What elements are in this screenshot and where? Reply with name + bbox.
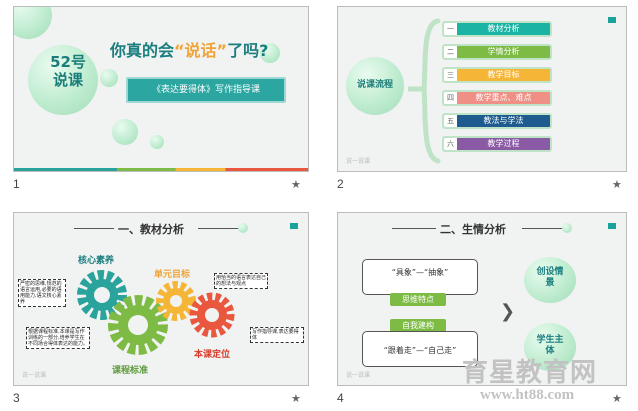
note-left-bottom: 根据课程标准,本课是写作训练的一部分,培养学生在不同场合得体表达的能力。 <box>26 327 90 349</box>
gear-green-icon <box>108 295 168 355</box>
center-circle <box>346 57 404 115</box>
note-left-top: 严密的思维,规范的语言运用,必要的语用能力,语文核心素养 <box>18 279 66 307</box>
star-icon[interactable]: ★ <box>291 392 301 405</box>
process-item-4: 四教学重点、难点 <box>442 90 552 106</box>
center-label: 说课流程 <box>356 80 393 90</box>
tag-thinking: 思维特点 <box>390 293 446 306</box>
note-unit: 用恰当的语言表达自己的想法与观点 <box>214 273 268 289</box>
slide-number-1: 1 <box>13 177 20 191</box>
gears-illustration <box>77 270 235 355</box>
decor-circle <box>260 43 280 63</box>
bubble-circle <box>524 323 576 371</box>
process-item-5: 五教法与学法 <box>442 113 552 129</box>
decor-circle <box>238 223 248 233</box>
tag-construct: 自我建构 <box>390 319 446 332</box>
badge-bottom: 说课 <box>52 71 83 89</box>
process-item-3: 三教学目标 <box>442 67 552 83</box>
box-thinking: “具象”—“抽象” <box>362 259 478 295</box>
label-core: 核心素养 <box>78 256 115 266</box>
star-icon[interactable]: ★ <box>612 178 622 191</box>
watermark-url: www.ht88.com <box>480 387 575 403</box>
decor-circle-large <box>28 45 98 115</box>
title-part2: 了吗? <box>227 41 269 60</box>
slide-footer: 说一说课 <box>346 372 371 379</box>
slide-number-3: 3 <box>13 391 20 405</box>
chevron-right-icon: ❯ <box>500 301 516 322</box>
gear-red-icon <box>189 292 235 338</box>
title-part1: 你真的会 <box>110 41 175 60</box>
slide-footer: 说一说课 <box>22 372 47 379</box>
title-rule-left <box>392 228 436 229</box>
flag-icon <box>290 223 298 229</box>
slide-thumbnail-4[interactable]: 二、生情分析 “具象”—“抽象” 思维特点 自我建构 “跟着走”—“自己走” ❯… <box>337 212 627 386</box>
slide-thumbnail-1[interactable]: 52号 说课 你真的会“说话”了吗? 《表达要得体》写作指导课 <box>13 6 309 172</box>
star-icon[interactable]: ★ <box>291 178 301 191</box>
title-rule-right <box>198 228 242 229</box>
title-quote: “说话” <box>174 41 228 60</box>
bracket-icon <box>408 18 441 164</box>
slide-title: 你真的会“说话”了吗? <box>110 37 268 61</box>
process-item-1: 一教材分析 <box>442 21 552 37</box>
decor-circle <box>150 135 164 149</box>
title-rule-right <box>522 228 566 229</box>
slide-title: 一、教材分析 <box>118 223 184 236</box>
label-position: 本课定位 <box>194 350 231 360</box>
slide-number-2: 2 <box>337 177 344 191</box>
decor-circle <box>14 7 52 39</box>
watermark-title: 育星教育网 <box>462 358 598 387</box>
label-standard: 课程标准 <box>112 366 149 376</box>
badge-top: 52号 <box>50 53 86 71</box>
flag-icon <box>608 17 616 23</box>
slide-thumbnail-2[interactable]: 说课流程 一教材分析 二学情分析 三教学目标 四教学重点、难点 五教法与学法 六… <box>337 6 627 172</box>
bubble-circle <box>524 257 576 303</box>
process-item-2: 二学情分析 <box>442 44 552 60</box>
title-rule-left <box>74 228 114 229</box>
flag-icon <box>608 223 616 229</box>
subtitle-banner: 《表达要得体》写作指导课 <box>126 77 286 103</box>
bubble-student: 学生主体 <box>536 335 564 356</box>
label-unit: 单元目标 <box>154 270 191 280</box>
process-item-6: 六教学过程 <box>442 136 552 152</box>
badge: 52号 说课 <box>44 53 92 89</box>
slide-title: 二、生情分析 <box>440 223 506 236</box>
decor-circle <box>562 223 572 233</box>
decor-circle <box>100 69 118 87</box>
slide-footer: 说一说课 <box>346 158 371 165</box>
box-construct: “跟着走”—“自己走” <box>362 331 478 367</box>
decor-circle <box>112 119 138 145</box>
slide-number-4: 4 <box>337 391 344 405</box>
star-icon[interactable]: ★ <box>612 392 622 405</box>
bubble-scene: 创设情景 <box>536 267 564 288</box>
color-bar <box>14 168 308 171</box>
gear-teal-icon <box>77 270 127 320</box>
gear-yellow-icon <box>156 281 196 321</box>
slide-thumbnail-3[interactable]: 一、教材分析 核心素养 单元目标 课程标准 本课定位 严密的思维,规范的语言运用… <box>13 212 309 386</box>
note-right: 写作指导课,表达要得体 <box>250 327 304 343</box>
